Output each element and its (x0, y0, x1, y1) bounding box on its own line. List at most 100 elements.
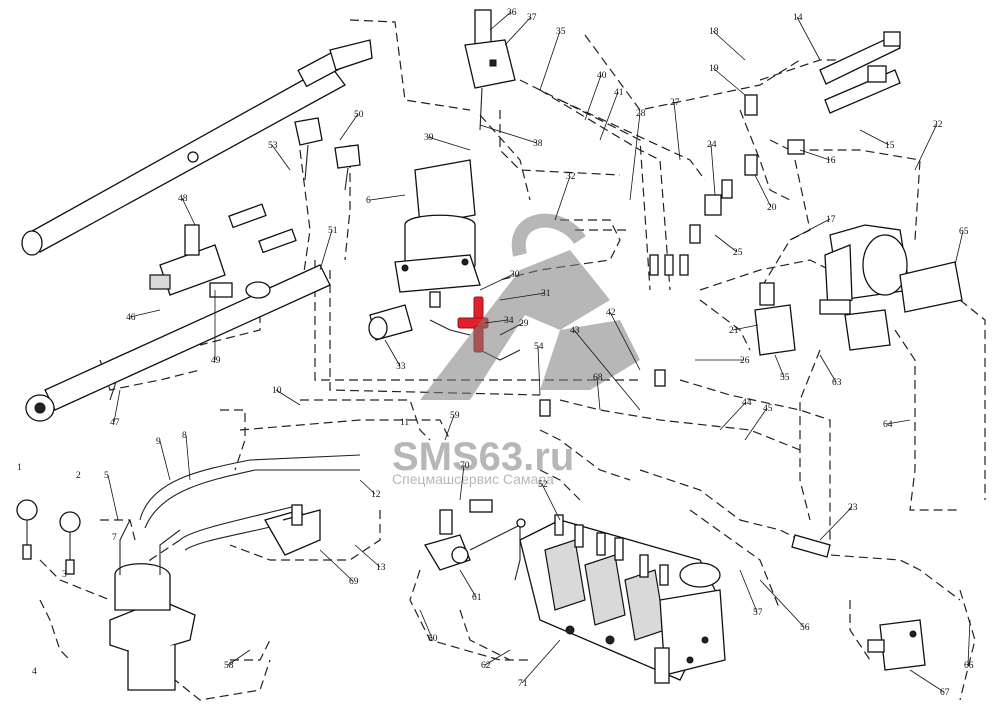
callout-label-30: 30 (510, 270, 520, 280)
callout-label-51: 51 (328, 226, 338, 236)
callout-label-19: 19 (709, 64, 719, 74)
valve-block-36 (149, 203, 297, 296)
pressure-gauges-1-2 (16, 499, 81, 575)
callout-leader-67 (909, 669, 945, 693)
hydraulic-lines (39, 19, 986, 701)
callout-leader-60 (419, 609, 433, 639)
callout-label-29: 29 (519, 319, 529, 329)
callout-leader-23 (819, 506, 853, 541)
callout-label-20: 20 (767, 203, 777, 213)
callout-leader-61 (459, 569, 477, 598)
callout-leader-40 (584, 74, 602, 121)
callout-leader-14 (796, 16, 821, 61)
callout-leader-50 (339, 113, 359, 141)
callout-label-8: 8 (182, 431, 187, 441)
callout-label-55: 55 (780, 373, 790, 383)
callout-leader-20 (754, 174, 772, 208)
callout-label-15: 15 (885, 141, 895, 151)
callout-label-22: 22 (933, 120, 943, 130)
callout-label-71: 71 (518, 679, 528, 689)
callout-leader-53 (271, 144, 291, 171)
callout-label-64: 64 (883, 420, 893, 430)
callout-leader-59 (444, 414, 455, 441)
callout-label-45: 45 (763, 404, 773, 414)
callout-label-23: 23 (848, 503, 858, 513)
callout-label-54: 54 (534, 342, 544, 352)
callout-leader-64 (886, 419, 911, 425)
callout-layer: 1234567891011121314151617181920212223242… (17, 8, 974, 698)
callout-label-24: 24 (707, 140, 717, 150)
fitting-23 (791, 534, 831, 558)
callout-label-70: 70 (460, 461, 470, 471)
callout-label-5: 5 (104, 471, 109, 481)
callout-leader-6 (369, 194, 406, 201)
electric-motor-6 (394, 159, 481, 308)
fittings-right (539, 94, 805, 417)
callout-label-62: 62 (481, 661, 491, 671)
callout-leader-18 (712, 30, 746, 61)
callout-label-17: 17 (826, 215, 836, 225)
callout-label-63: 63 (832, 378, 842, 388)
callout-leader-12 (359, 479, 376, 495)
callout-leader-56 (759, 579, 805, 628)
callout-leader-5 (107, 474, 119, 521)
boom-cylinder-lower (25, 264, 331, 422)
callout-label-42: 42 (606, 308, 616, 318)
callout-label-68: 68 (593, 373, 603, 383)
callout-leader-37 (504, 16, 532, 46)
callout-label-59: 59 (450, 411, 460, 421)
callout-leader-29 (499, 322, 524, 336)
callout-label-37: 37 (527, 13, 537, 23)
callout-label-35: 35 (556, 27, 566, 37)
callout-label-66: 66 (964, 661, 974, 671)
callout-leader-32 (554, 175, 571, 221)
callout-label-26: 26 (740, 356, 750, 366)
valve-55 (754, 282, 796, 356)
boom-cylinder-upper (21, 39, 373, 256)
callout-label-47: 47 (110, 418, 120, 428)
callout-leader-65 (954, 230, 964, 266)
callout-label-6: 6 (366, 196, 371, 206)
callout-leader-62 (484, 649, 511, 666)
callout-leader-19 (712, 67, 746, 96)
callout-label-33: 33 (396, 362, 406, 372)
callout-label-53: 53 (268, 141, 278, 151)
callout-leader-36 (489, 11, 512, 31)
callout-label-58: 58 (224, 661, 234, 671)
callout-leader-70 (459, 464, 465, 501)
callout-leader-57 (739, 569, 758, 613)
callout-label-2: 2 (76, 471, 81, 481)
callout-leader-42 (609, 311, 641, 371)
cylinders-14 (819, 31, 901, 114)
callout-leader-68 (596, 376, 601, 411)
callout-leader-21 (732, 324, 759, 331)
callout-leader-48 (181, 197, 196, 226)
callout-leader-69 (319, 549, 354, 582)
watermark-logo (420, 213, 640, 400)
callout-leader-13 (354, 544, 381, 568)
callout-leader-63 (819, 354, 837, 383)
valve-63 (819, 299, 891, 351)
callout-label-39: 39 (424, 133, 434, 143)
callout-leader-15 (859, 129, 890, 146)
callout-label-41: 41 (614, 88, 624, 98)
pump-65 (824, 224, 963, 313)
callout-leader-31 (499, 292, 546, 301)
callout-label-12: 12 (371, 490, 381, 500)
callout-leader-9 (159, 440, 171, 481)
callout-label-25: 25 (733, 248, 743, 258)
callout-leader-71 (521, 639, 561, 684)
filter-assembly-6 (109, 519, 196, 691)
callout-label-32: 32 (566, 172, 576, 182)
callout-leader-35 (539, 30, 561, 91)
callout-leader-46 (129, 309, 161, 318)
callout-leader-55 (774, 354, 785, 378)
callout-label-16: 16 (826, 156, 836, 166)
callout-label-9: 9 (156, 437, 161, 447)
callout-label-67: 67 (940, 688, 950, 698)
callout-leader-34 (484, 319, 509, 324)
callout-leader-41 (599, 91, 619, 141)
callout-label-46: 46 (126, 313, 136, 323)
